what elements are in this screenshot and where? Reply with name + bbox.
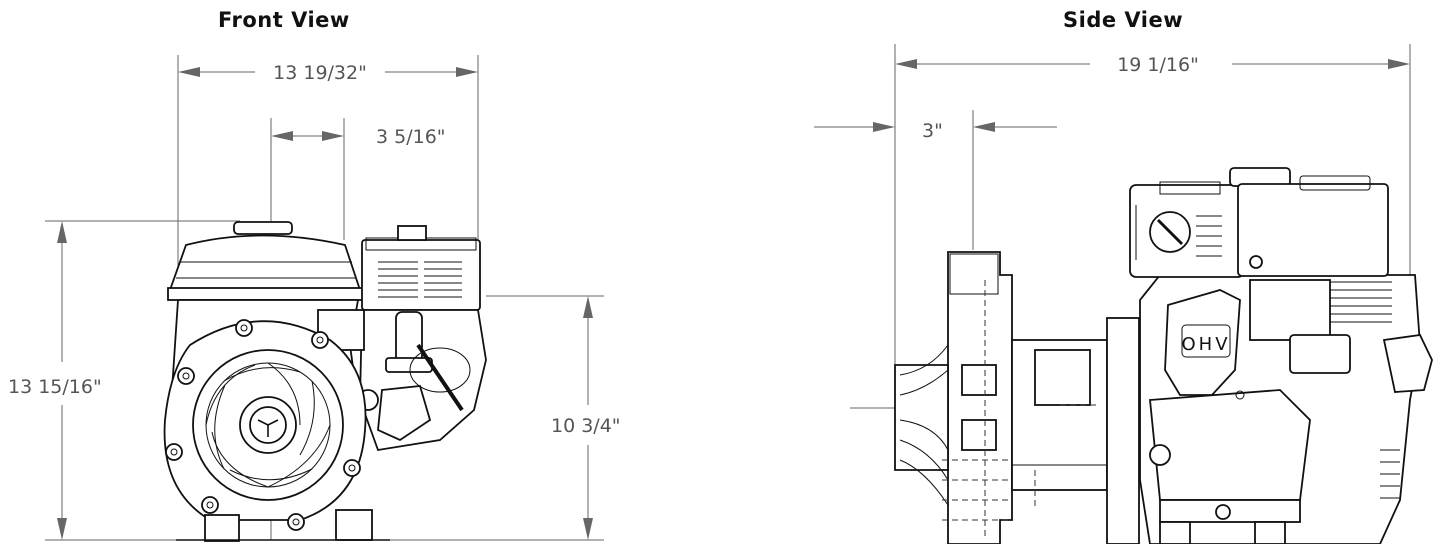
front-width-label: 13 19/32" <box>273 62 367 84</box>
front-discharge-height-label: 10 3/4" <box>551 415 621 437</box>
ohv-label: OHV <box>1181 334 1230 355</box>
front-cooling-fins <box>378 261 462 298</box>
side-length-label: 19 1/16" <box>1117 54 1199 76</box>
side-inlet-offset-dimension: 3" <box>814 110 1057 250</box>
side-inlet-offset-label: 3" <box>922 120 943 142</box>
front-width-dimension: 13 19/32" <box>177 55 479 300</box>
front-view-title: Front View <box>218 8 350 32</box>
front-discharge-height-dimension: 10 3/4" <box>372 295 621 541</box>
side-starter-slots <box>1135 205 1222 260</box>
front-height-dimension: 13 15/16" <box>8 220 240 541</box>
side-crankcase-ribs <box>1380 449 1400 499</box>
front-volute-bolts <box>165 319 361 531</box>
front-height-label: 13 15/16" <box>8 376 102 398</box>
side-muffler-fins <box>1330 281 1392 323</box>
front-offset-label: 3 5/16" <box>376 126 446 148</box>
side-view-pump: OHV <box>850 167 1433 544</box>
front-impeller-vanes <box>205 362 331 488</box>
side-view-title: Side View <box>1063 8 1184 32</box>
side-inlet-ribs <box>899 344 949 506</box>
front-view-pump <box>163 221 487 542</box>
